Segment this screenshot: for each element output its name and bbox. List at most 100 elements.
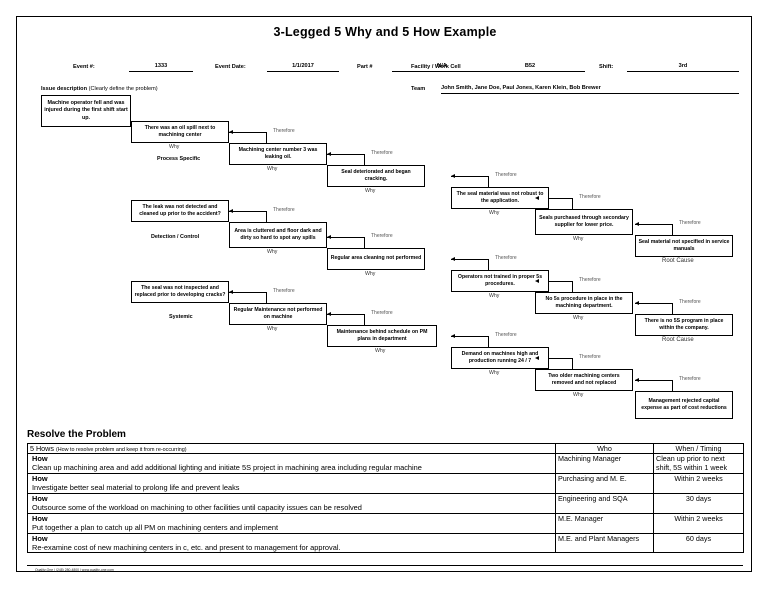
team-rule xyxy=(441,93,739,94)
arrow-icon xyxy=(229,130,233,134)
why-label: Why xyxy=(169,144,180,150)
issue-description-note: (Clearly define the problem) xyxy=(88,86,158,92)
connector-line xyxy=(672,224,673,235)
connector-line xyxy=(572,358,573,369)
table-row[interactable]: How Re-examine cost of new machining cen… xyxy=(27,532,744,554)
connector-line xyxy=(672,303,673,314)
table-row[interactable]: How Outsource some of the workload on ma… xyxy=(27,492,744,514)
process-specific-why4-box[interactable]: The seal material was not robust to the … xyxy=(451,187,549,209)
how-cell[interactable]: How Clean up machining area and add addi… xyxy=(27,453,556,474)
how-label: How xyxy=(32,473,48,483)
arrow-icon xyxy=(635,378,639,382)
who-cell[interactable]: Machining Manager xyxy=(555,453,654,474)
systemic-why5-box[interactable]: Two older machining centers removed and … xyxy=(535,369,633,391)
part-number-label: Part # xyxy=(357,64,373,70)
therefore-label: Therefore xyxy=(679,376,701,382)
systemic-why2-box[interactable]: Regular Maintenance not performed on mac… xyxy=(229,303,327,325)
process-specific-why1-box[interactable]: There was an oil spill next to machining… xyxy=(131,121,229,143)
arrow-icon xyxy=(451,174,455,178)
issue-description-box[interactable]: Machine operator fell and was injured du… xyxy=(41,95,131,127)
connector-line xyxy=(266,292,267,303)
arrow-icon xyxy=(229,209,233,213)
arrow-icon xyxy=(327,312,331,316)
issue-description-label: Issue description (Clearly define the pr… xyxy=(41,86,158,92)
how-label: How xyxy=(32,533,48,543)
part-number-value[interactable]: N/A xyxy=(437,63,447,69)
therefore-label: Therefore xyxy=(579,277,601,283)
arrow-icon xyxy=(635,222,639,226)
event-number-value[interactable]: 1333 xyxy=(154,63,168,69)
arrow-icon xyxy=(535,196,539,200)
how-label: How xyxy=(32,513,48,523)
when-cell[interactable]: Within 2 weeks xyxy=(653,512,744,534)
process-specific-why3-box[interactable]: Seal deteriorated and began cracking. xyxy=(327,165,425,187)
who-cell[interactable]: M.E. Manager xyxy=(555,512,654,534)
systemic-root-cause-box[interactable]: Management rejected capital expense as p… xyxy=(635,391,733,419)
therefore-label: Therefore xyxy=(679,220,701,226)
when-cell[interactable]: 60 days xyxy=(653,532,744,554)
when-cell[interactable]: Clean up prior to next shift, 5S within … xyxy=(653,453,744,474)
part-number-rule xyxy=(392,71,492,72)
who-cell[interactable]: Purchasing and M. E. xyxy=(555,472,654,494)
process-specific-why5-box[interactable]: Seals purchased through secondary suppli… xyxy=(535,209,633,235)
who-cell[interactable]: Engineering and SQA xyxy=(555,492,654,514)
why-label: Why xyxy=(365,271,376,277)
why-label: Why xyxy=(267,326,278,332)
systemic-why3-box[interactable]: Maintenance behind schedule on PM plans … xyxy=(327,325,437,347)
why-label: Why xyxy=(267,249,278,255)
how-text: Investigate better seal material to prol… xyxy=(32,483,240,493)
how-cell[interactable]: How Investigate better seal material to … xyxy=(27,472,556,494)
why-label: Why xyxy=(375,348,386,354)
detection-control-why1-box[interactable]: The leak was not detected and cleaned up… xyxy=(131,200,229,222)
connector-line xyxy=(535,358,573,359)
team-value[interactable]: John Smith, Jane Doe, Paul Jones, Karen … xyxy=(441,85,601,91)
table-row[interactable]: How Clean up machining area and add addi… xyxy=(27,453,744,474)
therefore-label: Therefore xyxy=(371,310,393,316)
why-label: Why xyxy=(489,293,500,299)
therefore-label: Therefore xyxy=(495,255,517,261)
when-cell[interactable]: 30 days xyxy=(653,492,744,514)
therefore-label: Therefore xyxy=(579,194,601,200)
why-label: Why xyxy=(365,188,376,194)
event-date-value[interactable]: 1/1/2017 xyxy=(292,63,314,69)
connector-line xyxy=(229,292,267,293)
how-cell[interactable]: How Put together a plan to catch up all … xyxy=(27,512,556,534)
process-specific-why2-box[interactable]: Machining center number 3 was leaking oi… xyxy=(229,143,327,165)
connector-line xyxy=(229,211,267,212)
process-specific-root-cause-box[interactable]: Seal material not specified in service m… xyxy=(635,235,733,257)
event-date-label: Event Date: xyxy=(215,64,246,70)
detection-control-root-cause-box[interactable]: There is no 5S program in place within t… xyxy=(635,314,733,336)
therefore-label: Therefore xyxy=(273,128,295,134)
facility-label: Facility / Work Cell xyxy=(411,64,461,70)
when-cell[interactable]: Within 2 weeks xyxy=(653,472,744,494)
page-title: 3-Legged 5 Why and 5 How Example xyxy=(273,25,497,39)
who-cell[interactable]: M.E. and Plant Managers xyxy=(555,532,654,554)
resolve-section-title: Resolve the Problem xyxy=(27,429,126,440)
how-cell[interactable]: How Re-examine cost of new machining cen… xyxy=(27,532,556,554)
shift-value[interactable]: 3rd xyxy=(678,63,688,69)
how-cell[interactable]: How Outsource some of the workload on ma… xyxy=(27,492,556,514)
therefore-label: Therefore xyxy=(679,299,701,305)
arrow-icon xyxy=(327,152,331,156)
how-text: Clean up machining area and add addition… xyxy=(32,463,422,473)
table-row[interactable]: How Put together a plan to catch up all … xyxy=(27,512,744,534)
detection-control-why2-box[interactable]: Area is cluttered and floor dark and dir… xyxy=(229,222,327,248)
why-label: Why xyxy=(267,166,278,172)
detection-control-why5-box[interactable]: No 5s procedure in place in the machinin… xyxy=(535,292,633,314)
connector-line xyxy=(327,154,365,155)
detection-control-why3-box[interactable]: Regular area cleaning not performed xyxy=(327,248,425,270)
table-row[interactable]: How Investigate better seal material to … xyxy=(27,472,744,494)
facility-value[interactable]: B52 xyxy=(524,63,536,69)
column-header-who: Who xyxy=(555,443,654,454)
connector-line xyxy=(451,176,489,177)
therefore-label: Therefore xyxy=(495,172,517,178)
shift-label: Shift: xyxy=(599,64,614,70)
connector-line xyxy=(266,132,267,143)
systemic-why4-box[interactable]: Demand on machines high and production r… xyxy=(451,347,549,369)
connector-line xyxy=(572,198,573,209)
branch-label-process-specific: Process Specific xyxy=(157,156,201,162)
connector-line xyxy=(327,237,365,238)
therefore-label: Therefore xyxy=(495,332,517,338)
detection-control-why4-box[interactable]: Operators not trained in proper 5s proce… xyxy=(451,270,549,292)
systemic-why1-box[interactable]: The seal was not inspected and replaced … xyxy=(131,281,229,303)
